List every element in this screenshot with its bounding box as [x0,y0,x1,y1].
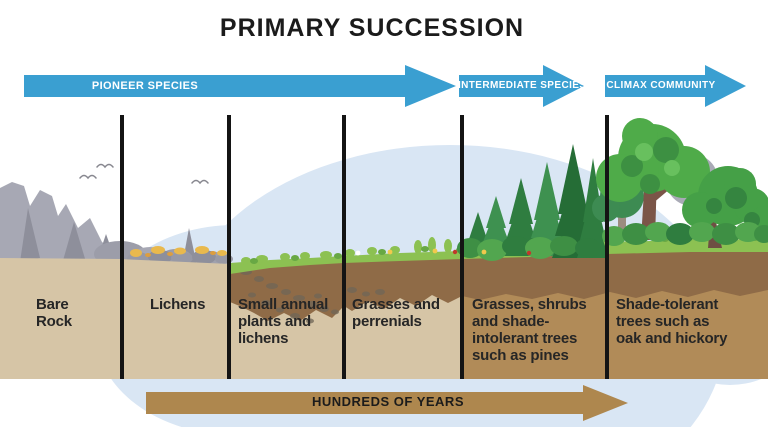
stage-divider [342,115,346,379]
stage-divider [120,115,124,379]
page-title: PRIMARY SUCCESSION [219,14,525,42]
stage-label-grasses-shrubs-pines: Grasses, shrubs and shade- intolerant tr… [472,296,587,364]
shrubs-art [457,222,768,261]
intermediate-species-label: INTERMEDIATE SPECIES [458,80,587,91]
pioneer-species-label: PIONEER SPECIES [91,80,199,92]
pioneer-arrow [24,65,456,107]
flowers-art [355,248,532,256]
stage-divider [227,115,231,379]
time-arrow [146,385,628,421]
intermediate-arrow [459,65,584,107]
phase-arrows [24,65,746,107]
stage-dividers [120,115,609,379]
stage-label-bare-rock: Bare Rock [36,296,72,330]
time-axis-label: HUNDREDS OF YEARS [311,394,464,409]
climax-arrow [605,65,746,107]
climax-community-label: CLIMAX COMMUNITY [606,80,716,91]
deciduous-trees-art [592,118,768,248]
stage-label-small-annual-plants: Small annual plants and lichens [238,296,329,347]
stage-divider [605,115,609,379]
stage-label-shade-tolerant-trees: Shade-tolerant trees such as oak and hic… [616,296,728,347]
stage-divider [460,115,464,379]
stage-label-grasses-perrenials: Grasses and perrenials [352,296,440,330]
birds-icon [79,163,209,185]
stage-label-lichens: Lichens [150,296,206,313]
